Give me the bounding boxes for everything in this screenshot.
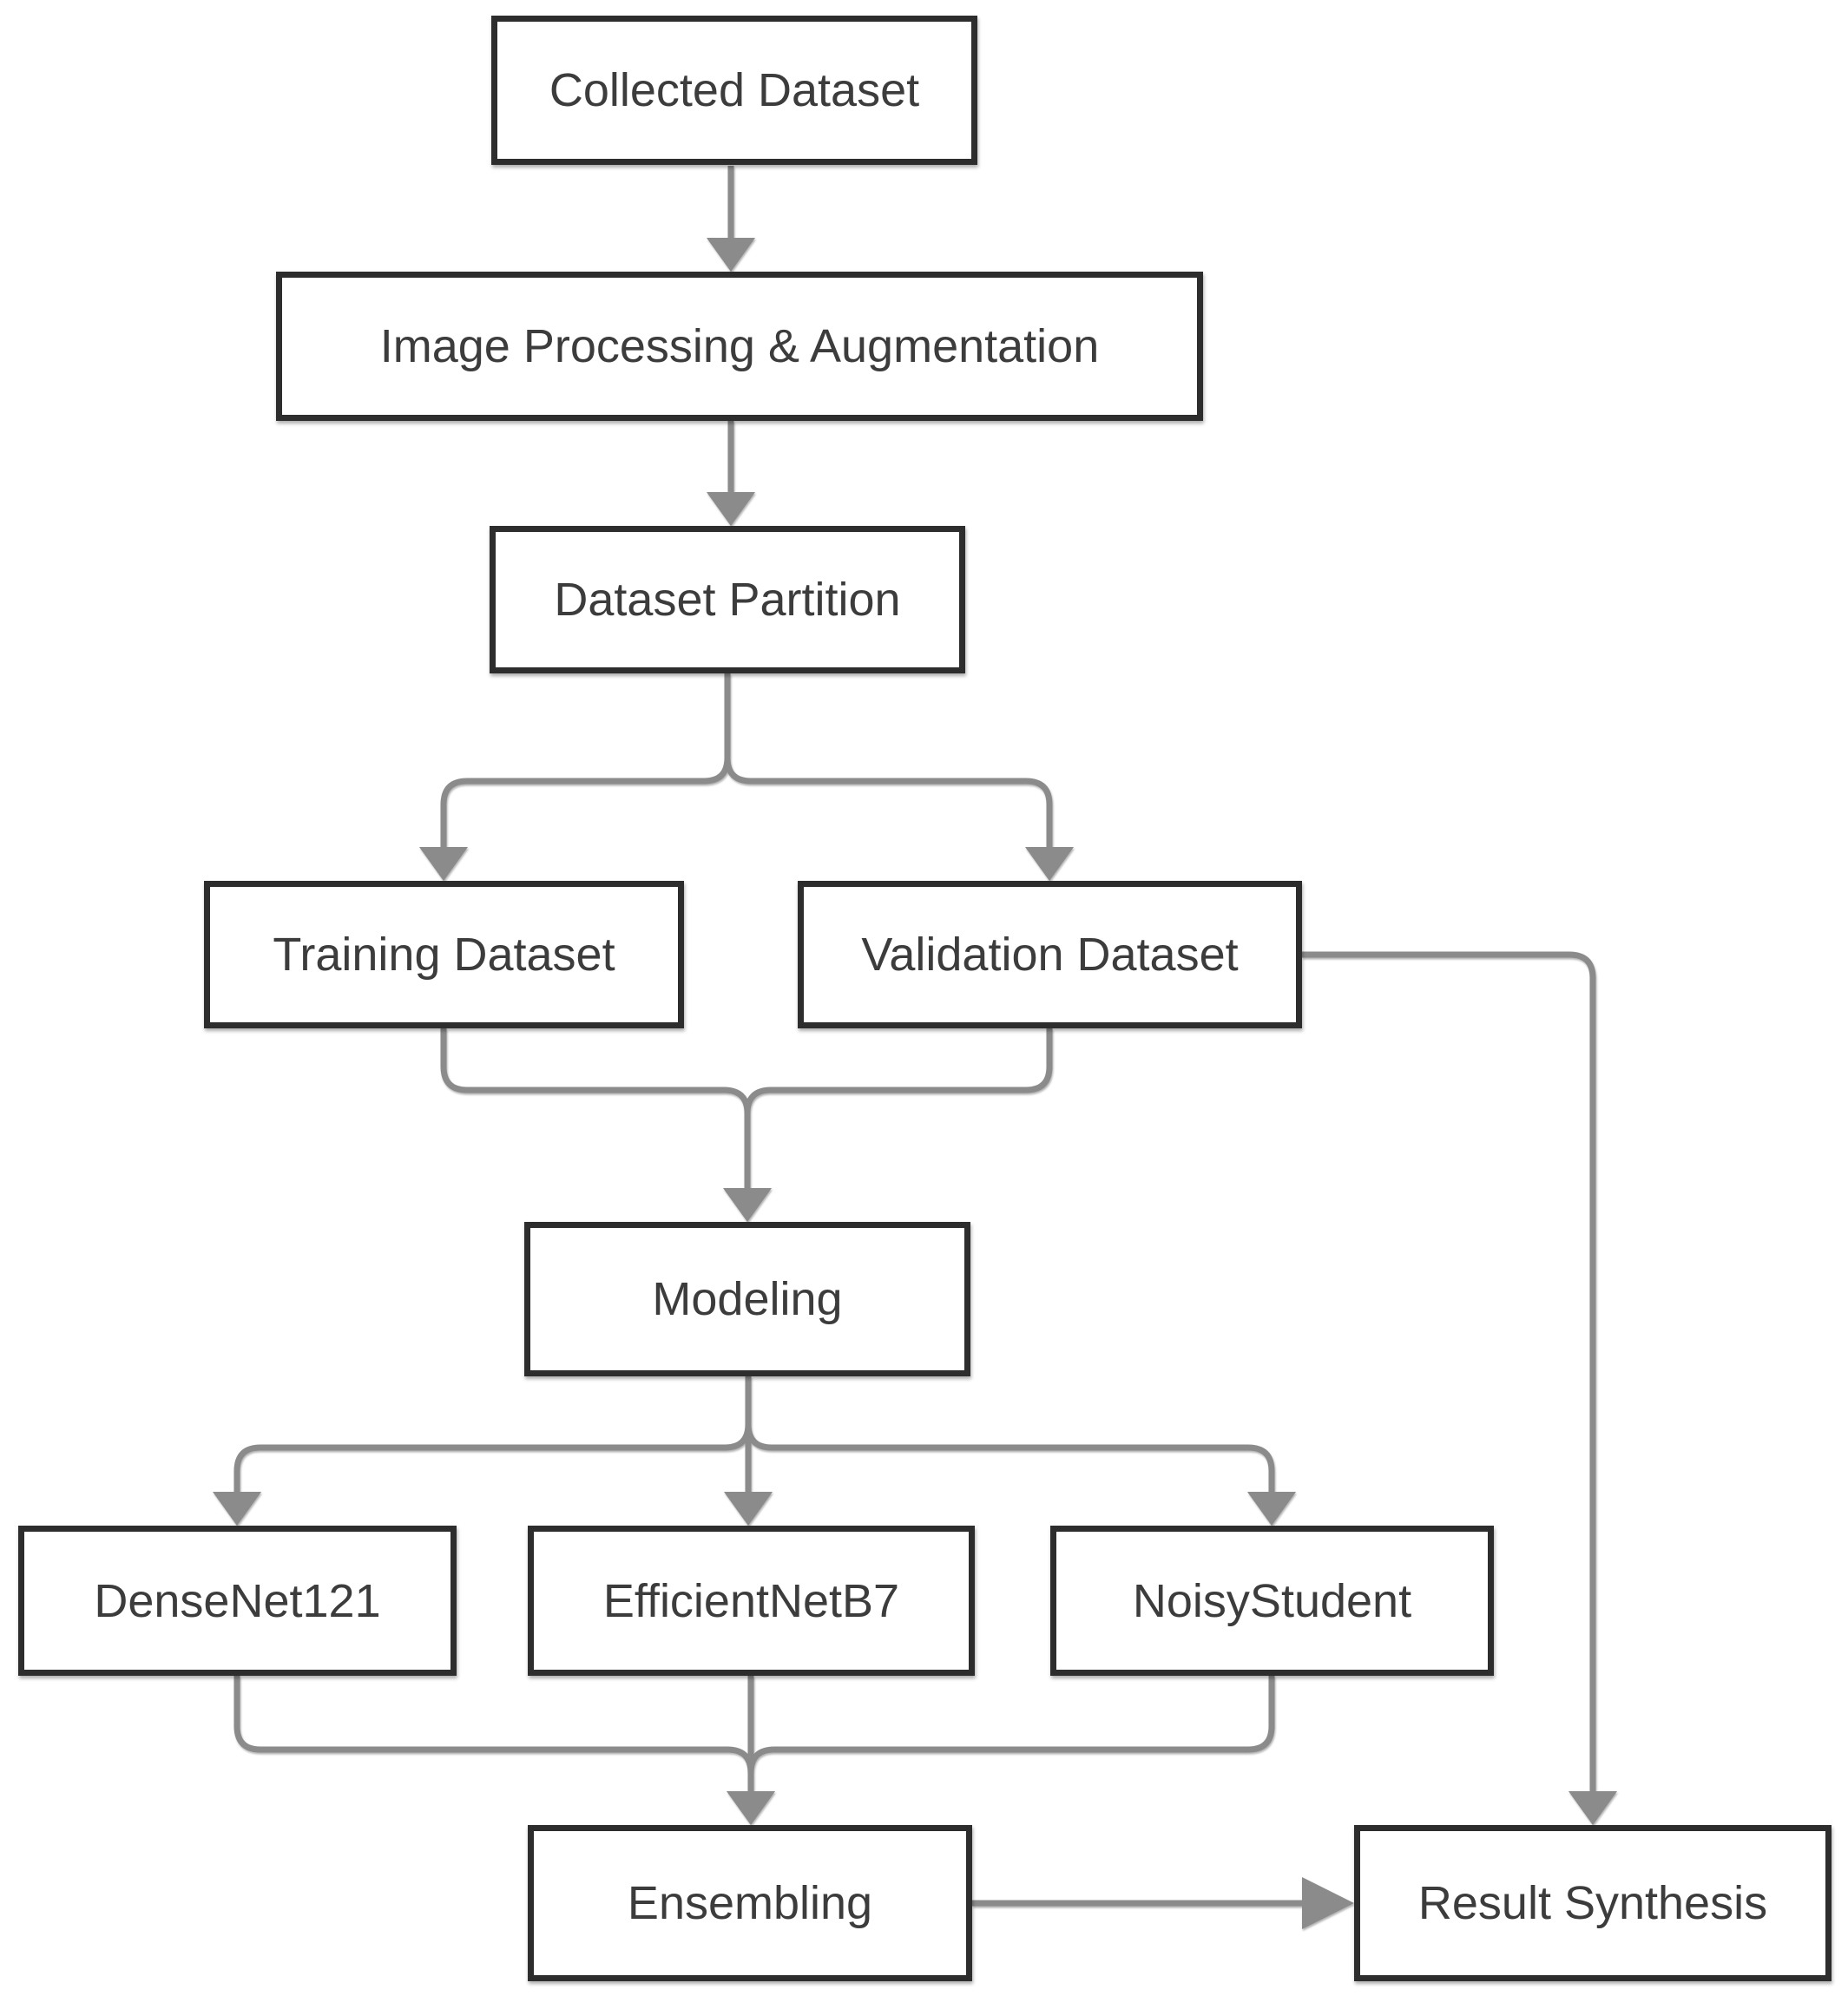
node-dataset-partition: Dataset Partition bbox=[490, 526, 965, 673]
node-ensembling: Ensembling bbox=[528, 1825, 972, 1981]
edge-training-to-modeling bbox=[440, 1028, 772, 1222]
node-result-synthesis: Result Synthesis bbox=[1354, 1825, 1832, 1981]
edge-densenet121-to-ensembling bbox=[233, 1676, 754, 1774]
edge-validation-to-modeling bbox=[744, 1028, 1053, 1114]
node-modeling: Modeling bbox=[524, 1222, 970, 1376]
edge-dataset-partition-to-training bbox=[419, 673, 731, 881]
node-densenet121: DenseNet121 bbox=[18, 1526, 457, 1676]
edge-noisystudent-to-ensembling bbox=[747, 1676, 1275, 1774]
edge-collected-to-image-processing bbox=[707, 166, 755, 272]
node-collected-dataset: Collected Dataset bbox=[491, 16, 977, 165]
node-image-processing-augmentation: Image Processing & Augmentation bbox=[276, 272, 1203, 421]
edge-image-processing-to-dataset-partition bbox=[707, 421, 755, 526]
edge-dataset-partition-to-validation bbox=[724, 673, 1074, 881]
node-noisystudent: NoisyStudent bbox=[1050, 1526, 1494, 1676]
edge-ensembling-to-result-synthesis bbox=[972, 1877, 1354, 1929]
node-training-dataset: Training Dataset bbox=[204, 881, 684, 1028]
edge-efficientnetb7-to-ensembling bbox=[727, 1676, 775, 1825]
node-efficientnetb7: EfficientNetB7 bbox=[528, 1526, 975, 1676]
edge-validation-to-result-synthesis bbox=[1302, 951, 1617, 1825]
node-validation-dataset: Validation Dataset bbox=[798, 881, 1302, 1028]
edge-modeling-to-densenet121 bbox=[213, 1376, 752, 1526]
edge-modeling-to-noisystudent bbox=[745, 1376, 1296, 1526]
